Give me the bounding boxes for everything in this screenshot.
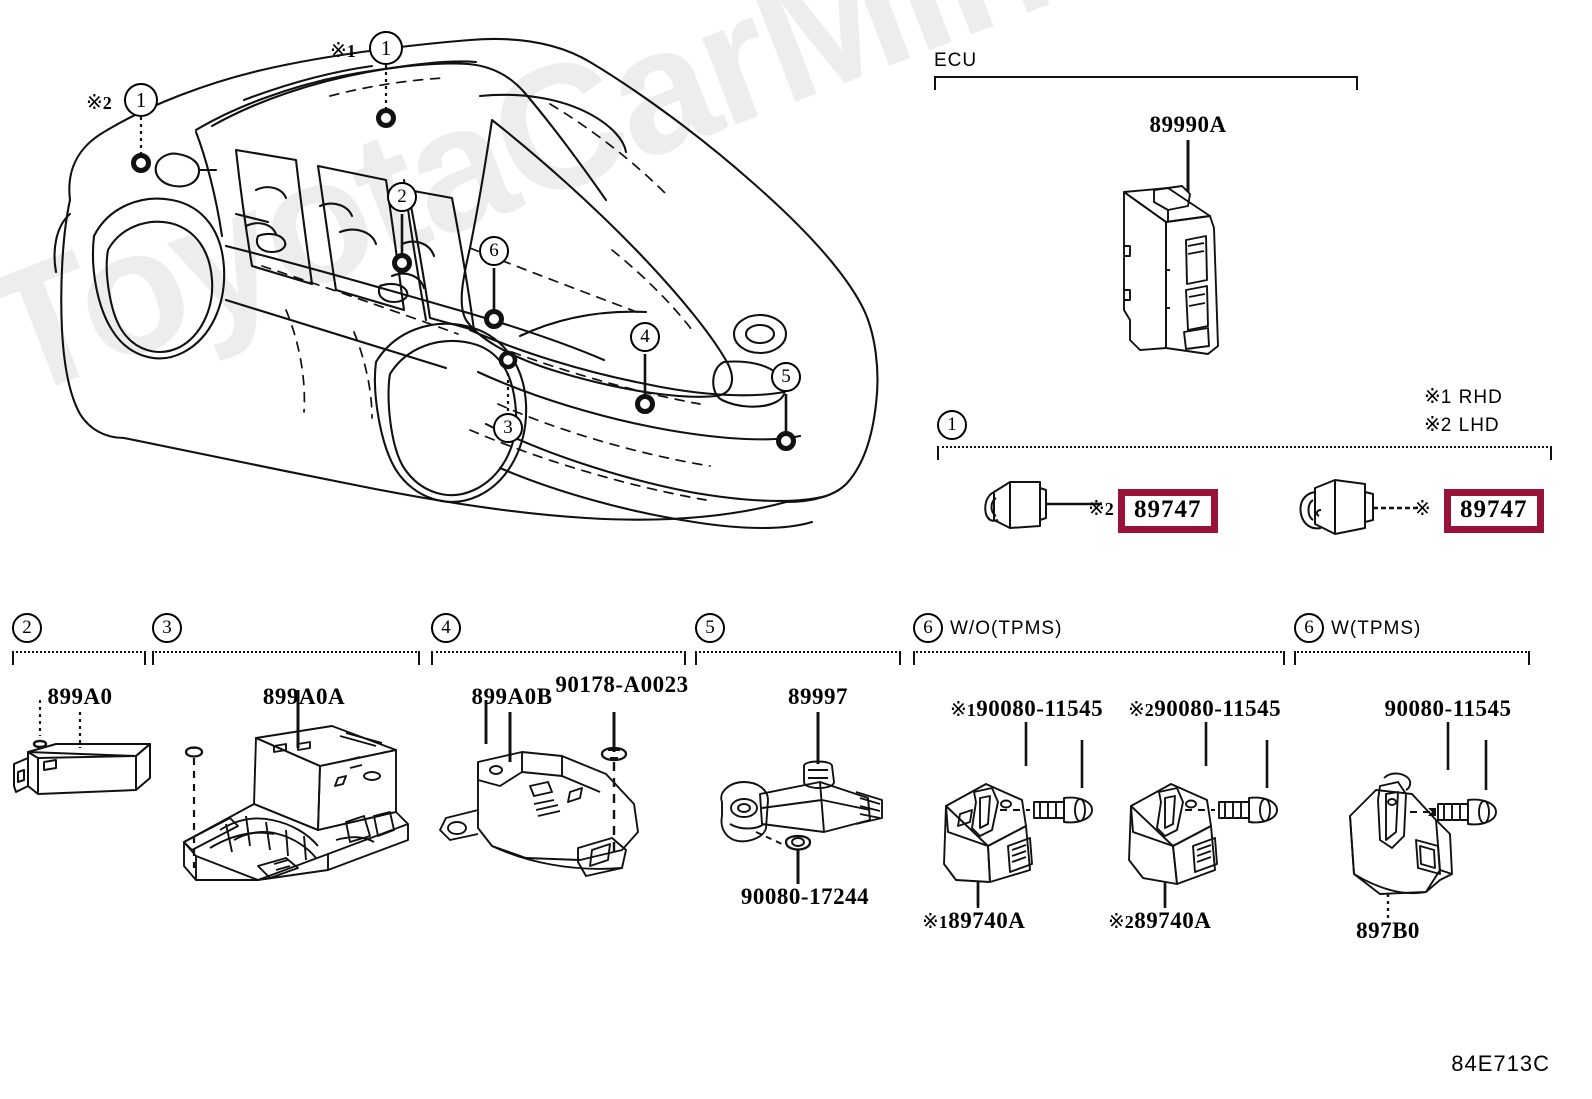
group-5-callout[interactable]: 5 [695,613,725,643]
part-label-89997: 89997 [788,684,848,709]
bracket-bar [913,651,1285,665]
star-num: 2 [1124,912,1135,932]
legend-lhd: ※2 LHD [1424,412,1500,437]
part-label-89740A-lhd: ※289740A [1108,908,1211,934]
bracket-bar [695,651,901,665]
num: 89740A [1134,908,1212,933]
star-icon: ※ [950,697,967,721]
cover-899A0B-art [439,700,639,877]
group-6a-callout[interactable]: 6 [913,613,943,643]
group-1-callout[interactable]: 1 [937,410,967,440]
bracket-bar [152,651,420,665]
bracket-897B0-art [1349,740,1497,916]
star-icon: ※ [922,909,939,933]
part-label-899A0: 899A0 [47,684,113,709]
sensor-89747-lhd-art [984,481,1102,529]
ecu-group-title: ECU [934,50,978,71]
num: 89740A [948,908,1026,933]
part-89747-lhd-star: ※2 [1088,496,1114,520]
vehicle-callout-2[interactable]: 2 [387,182,417,212]
bracket-bar [937,446,1552,460]
bracket-bar [1294,651,1530,665]
group-6b-callout[interactable]: 6 [1294,613,1324,643]
star-icon: ※ [1424,412,1441,436]
vehicle-callout-3[interactable]: 3 [493,413,523,443]
bracket-bar [12,651,146,665]
star-num: 2 [1144,700,1155,720]
group-6b-title: W(TPMS) [1331,618,1422,639]
vehicle-callout-1-lhd[interactable]: 1 [124,83,158,117]
legend-lhd-label: LHD [1458,415,1500,436]
legend-rhd: ※1 RHD [1424,384,1503,409]
vehicle-illustration [53,37,879,530]
num: 90080-11545 [976,696,1104,721]
part-label-89747-rhd[interactable]: 89747 [1444,489,1544,534]
part-89747-rhd-star: ※ [1414,496,1431,520]
part-label-90080-11545-tpms: 90080-11545 [1384,696,1512,721]
group-6a-title: W/O(TPMS) [950,618,1063,639]
legend-lhd-num: 2 [1440,415,1453,436]
part-label-899A0A: 899A0A [262,684,346,709]
legend-rhd-num: 1 [1440,387,1453,408]
vehicle-callout-5[interactable]: 5 [771,362,801,392]
star-icon: ※ [1128,697,1145,721]
legend-rhd-label: RHD [1458,387,1503,408]
star-icon: ※ [1424,384,1441,408]
bracket-bar [934,76,1358,90]
part-label-899A0B: 899A0B [471,684,553,709]
part-label-90080-17244: 90080-17244 [740,884,870,909]
vehicle-callout-6[interactable]: 6 [479,236,509,266]
part-label-90178-A0023: 90178-A0023 [555,672,689,697]
part-label-90080-11545-lhd: ※290080-11545 [1128,696,1281,722]
group-3-callout[interactable]: 3 [152,613,182,643]
antenna-899A0-art [13,700,151,795]
star-icon: ※ [1108,909,1125,933]
sensor-89747-rhd-art [1299,479,1417,535]
vehicle-callout-4[interactable]: 4 [630,322,660,352]
ecu-module-art [1123,150,1219,355]
bracket-89740A-lhd-art [1128,740,1278,908]
vehicle-callout-1-rhd-star: ※1 [330,38,356,62]
bracket-89740A-rhd-art [943,740,1093,908]
part-label-89740A-rhd: ※189740A [922,908,1025,934]
star-num: 1 [966,700,977,720]
bracket-bar [431,651,686,665]
star-num: 1 [938,912,949,932]
part-label-897B0: 897B0 [1356,918,1420,943]
vehicle-callout-leaders [131,65,796,451]
vehicle-callout-1-rhd[interactable]: 1 [369,31,403,65]
star-num: 1 [346,41,356,61]
diagram-code: 84E713C [1451,1051,1550,1076]
group-4-callout[interactable]: 4 [431,613,461,643]
part-label-89990A: 89990A [1149,112,1227,137]
group-2-callout[interactable]: 2 [12,613,42,643]
part-label-89747-lhd[interactable]: 89747 [1118,489,1218,534]
part-label-90080-11545-rhd: ※190080-11545 [950,696,1103,722]
star-num: 2 [1104,499,1114,519]
star-num: 2 [102,93,112,113]
vehicle-callout-1-lhd-star: ※2 [86,90,112,114]
num: 90080-11545 [1154,696,1282,721]
amplifier-899A0A-art [183,690,409,881]
